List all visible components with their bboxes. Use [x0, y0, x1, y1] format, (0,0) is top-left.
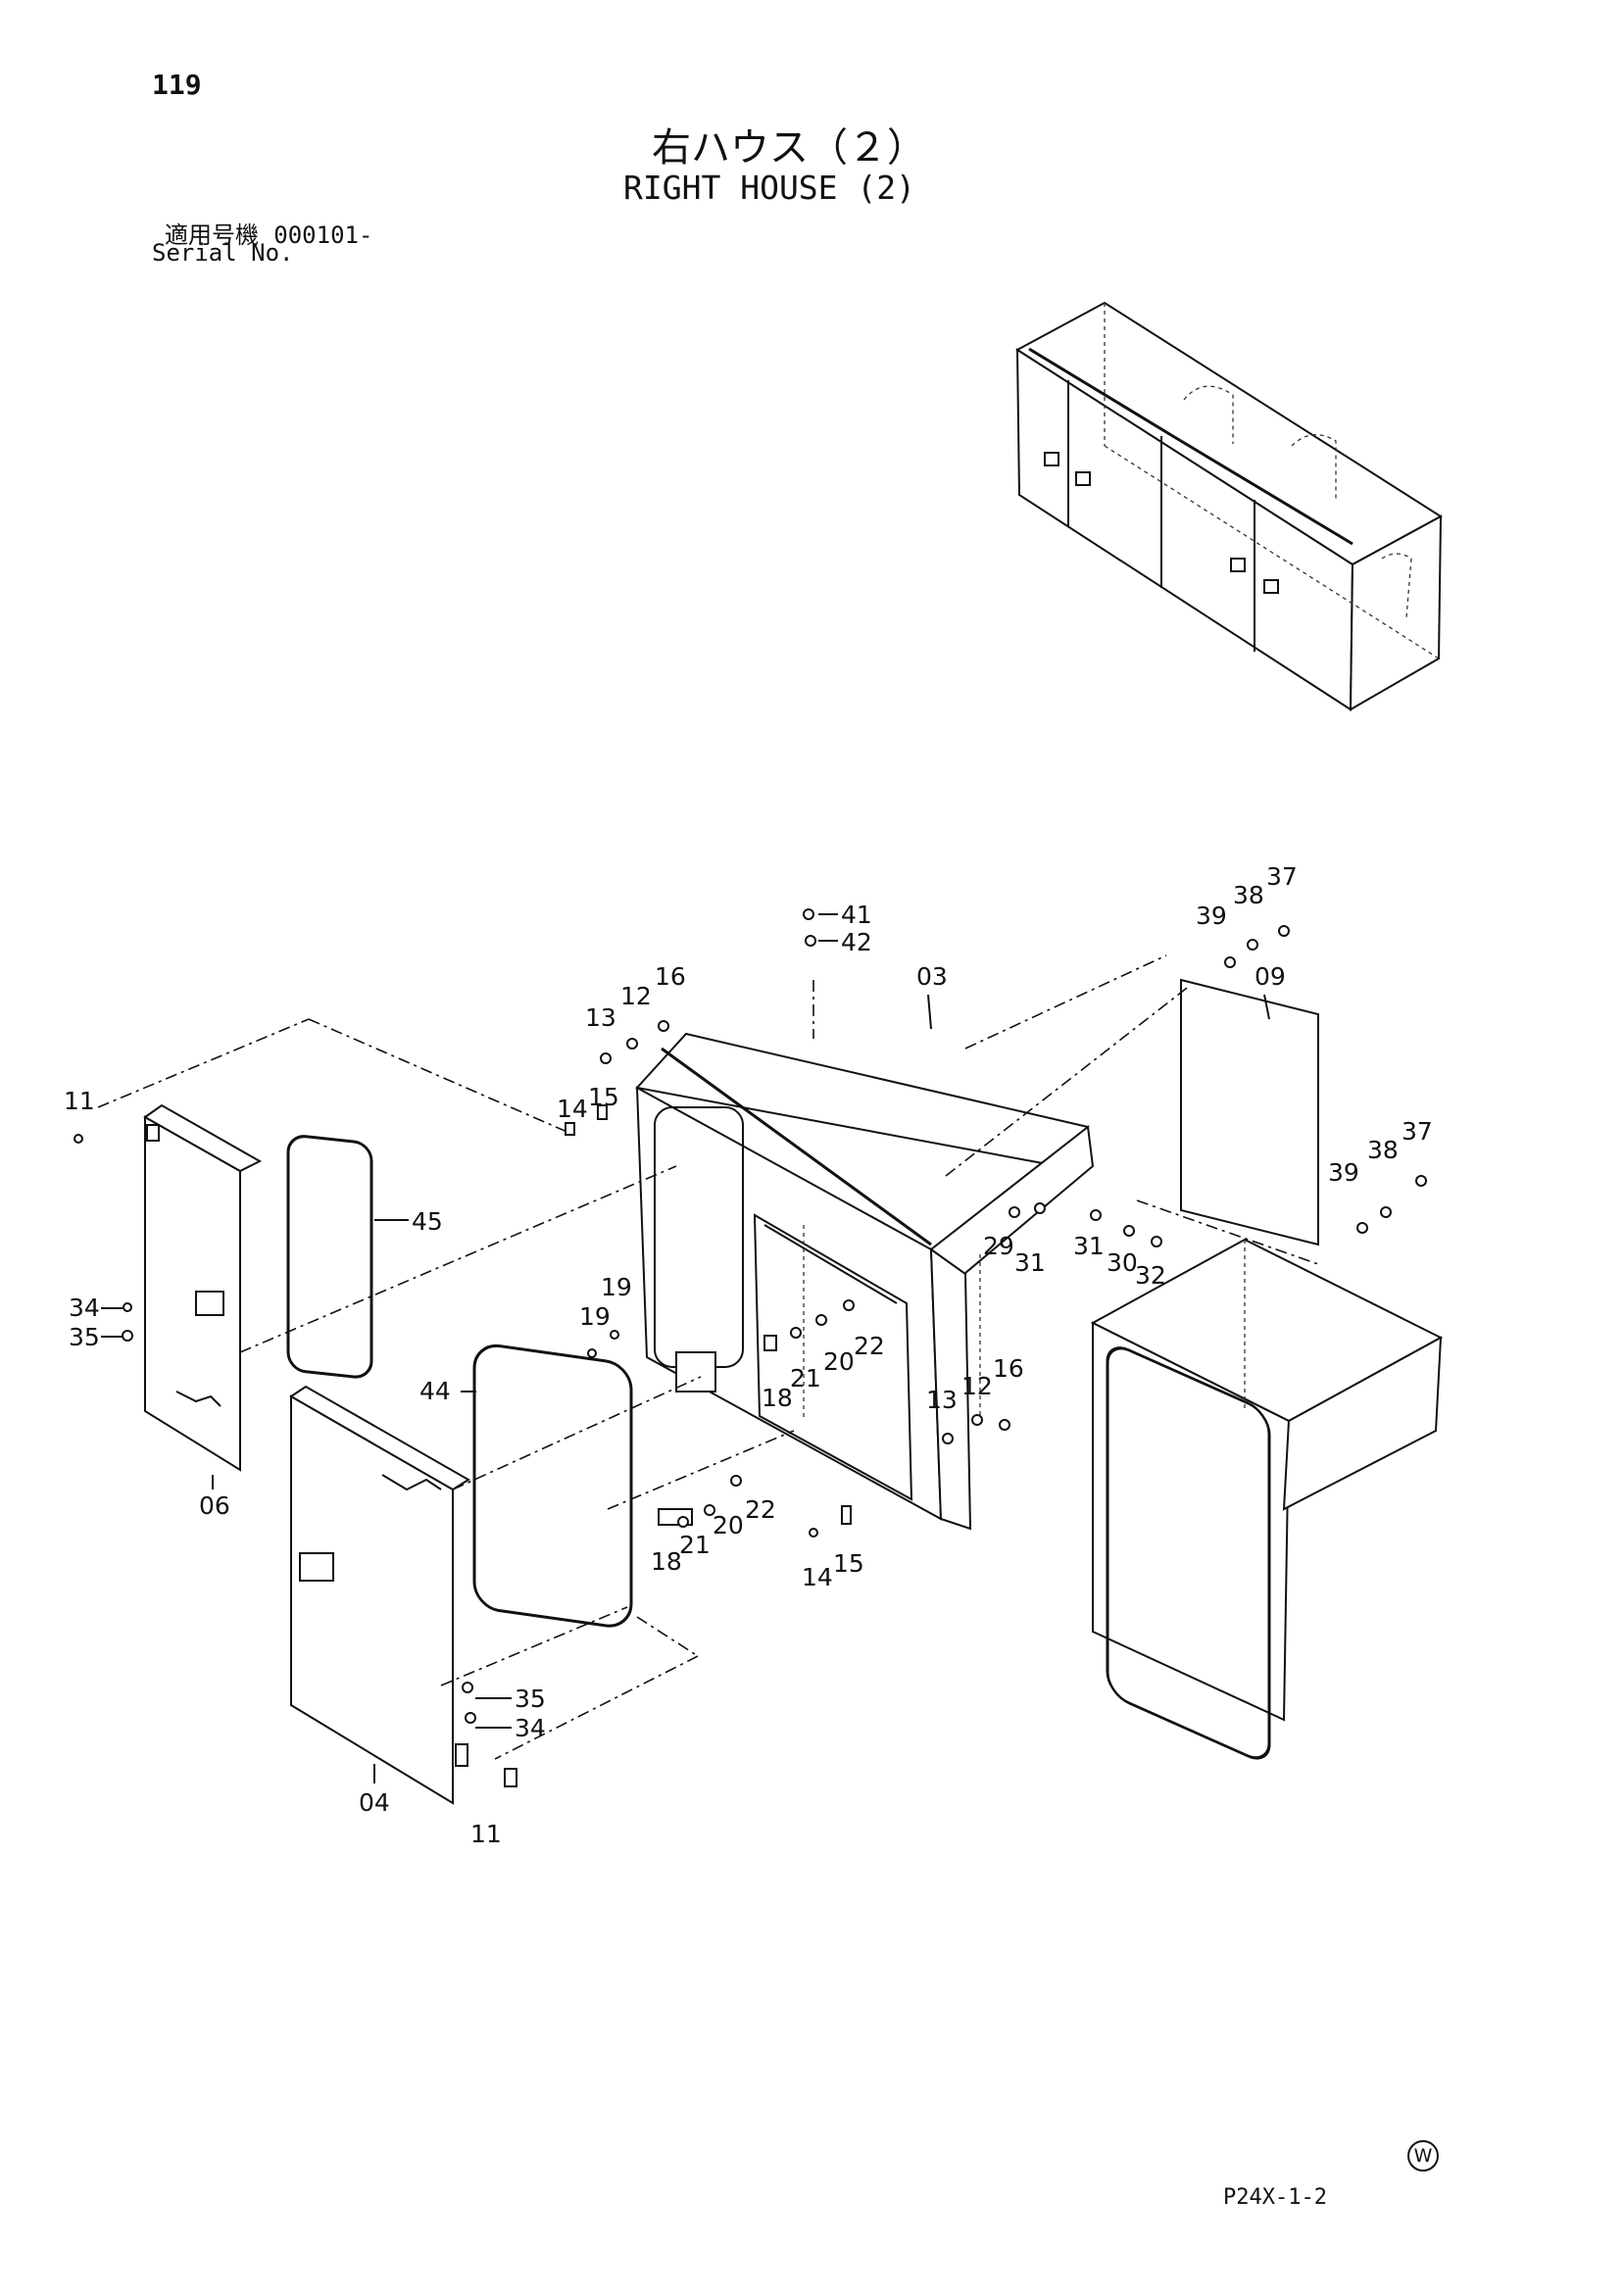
callout-31-left: 31: [1014, 1248, 1046, 1277]
callout-12-lower: 12: [961, 1372, 993, 1400]
callout-22-lower: 22: [745, 1495, 776, 1524]
callout-44: 44: [419, 1377, 451, 1405]
callout-21-upper: 21: [790, 1364, 821, 1392]
callout-13-upper: 13: [585, 1003, 616, 1032]
callout-34-front: 34: [515, 1714, 546, 1742]
callout-38-upper: 38: [1233, 881, 1264, 909]
callout-37-upper: 37: [1266, 862, 1298, 891]
rear-panel: [1180, 978, 1319, 1246]
callout-14-lower: 14: [802, 1563, 833, 1591]
callout-13-lower: 13: [926, 1386, 958, 1414]
callout-45: 45: [412, 1207, 443, 1236]
callout-11-left: 11: [64, 1087, 95, 1115]
callout-11-bottom: 11: [470, 1820, 502, 1848]
front-door: [289, 1385, 470, 1805]
callout-15-lower: 15: [833, 1549, 864, 1578]
right-assembly: [1090, 1238, 1444, 1760]
callout-19-lower: 19: [579, 1302, 611, 1331]
callout-15-upper: 15: [588, 1083, 619, 1111]
hardware-markers: [74, 908, 1427, 1787]
callout-06: 06: [199, 1491, 230, 1520]
serial-label-japanese: 適用号機 000101-: [165, 216, 372, 250]
callout-38-lower: 38: [1367, 1136, 1399, 1164]
callout-35-left: 35: [69, 1323, 100, 1351]
callout-29: 29: [983, 1232, 1014, 1260]
left-door: [143, 1103, 263, 1472]
callout-39-upper: 39: [1196, 902, 1227, 930]
callout-16-upper: 16: [655, 962, 686, 991]
overview-inset: [1015, 301, 1443, 711]
callout-04: 04: [359, 1788, 390, 1817]
callout-34-left: 34: [69, 1294, 100, 1322]
callout-16-lower: 16: [993, 1354, 1024, 1383]
callout-19-upper: 19: [601, 1273, 632, 1301]
callout-18-upper: 18: [762, 1384, 793, 1412]
w-circle-mark: W: [1407, 2140, 1439, 2172]
seal-44: [472, 1343, 633, 1628]
callout-39-lower: 39: [1328, 1158, 1359, 1187]
callouts: 11 11 34 35 35 34 06 04 45 44 41 42 03 0…: [64, 862, 1433, 1848]
center-frame: [635, 1032, 1095, 1531]
callout-21-lower: 21: [679, 1531, 711, 1559]
serial-value: 000101-: [273, 221, 373, 249]
page-title-english: RIGHT HOUSE (2): [623, 169, 916, 207]
assembly-lines: [97, 954, 1319, 1760]
callout-12-upper: 12: [620, 982, 652, 1010]
serial-label-jp-text: 適用号機: [165, 221, 259, 249]
callout-20-lower: 20: [713, 1511, 744, 1539]
callout-18-lower: 18: [651, 1547, 682, 1576]
page-title-japanese: 右ハウス（２）: [652, 125, 926, 171]
callout-22-upper: 22: [854, 1332, 885, 1360]
callout-20-upper: 20: [823, 1347, 855, 1376]
callout-31-right: 31: [1073, 1232, 1105, 1260]
callout-41: 41: [841, 901, 872, 929]
callout-37-lower: 37: [1402, 1117, 1433, 1146]
callout-32: 32: [1135, 1261, 1166, 1290]
callout-14-upper: 14: [557, 1095, 588, 1123]
callout-03: 03: [916, 962, 948, 991]
drawing-code: P24X-1-2: [1223, 2185, 1327, 2210]
callout-30: 30: [1107, 1248, 1138, 1277]
callout-09: 09: [1255, 962, 1286, 991]
serial-label-english: Serial No.: [152, 239, 294, 267]
callout-35-front: 35: [515, 1685, 546, 1713]
seal-45: [286, 1135, 373, 1379]
callout-42: 42: [841, 928, 872, 956]
leader-lines: [101, 913, 1270, 1783]
page-number: 119: [152, 69, 202, 101]
